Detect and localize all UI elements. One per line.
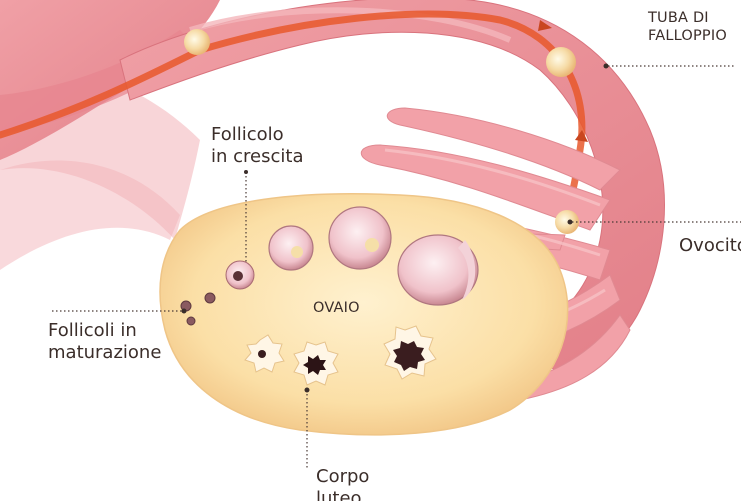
label-maturazione-line1: Follicoli in: [48, 320, 161, 342]
label-follicolo-in-crescita: Follicolo in crescita: [211, 124, 303, 168]
label-ovocito-line1: Ovocito: [679, 235, 741, 257]
label-maturazione-line2: maturazione: [48, 342, 161, 364]
label-tuba-line1: TUBA DI: [648, 10, 727, 28]
label-corpo-luteo: Corpo luteo: [316, 466, 369, 501]
label-ovaio-line1: OVAIO: [313, 300, 360, 318]
label-follicoli-in-maturazione: Follicoli in maturazione: [48, 320, 161, 364]
label-ovocito: Ovocito: [679, 235, 741, 257]
label-tuba-line2: FALLOPPIO: [648, 28, 727, 46]
label-corpo-line1: Corpo: [316, 466, 369, 488]
label-follicolo-line2: in crescita: [211, 146, 303, 168]
label-corpo-line2: luteo: [316, 488, 369, 501]
label-ovaio: OVAIO: [313, 300, 360, 318]
label-follicolo-line1: Follicolo: [211, 124, 303, 146]
label-tuba-di-falloppio: TUBA DI FALLOPPIO: [648, 10, 727, 45]
